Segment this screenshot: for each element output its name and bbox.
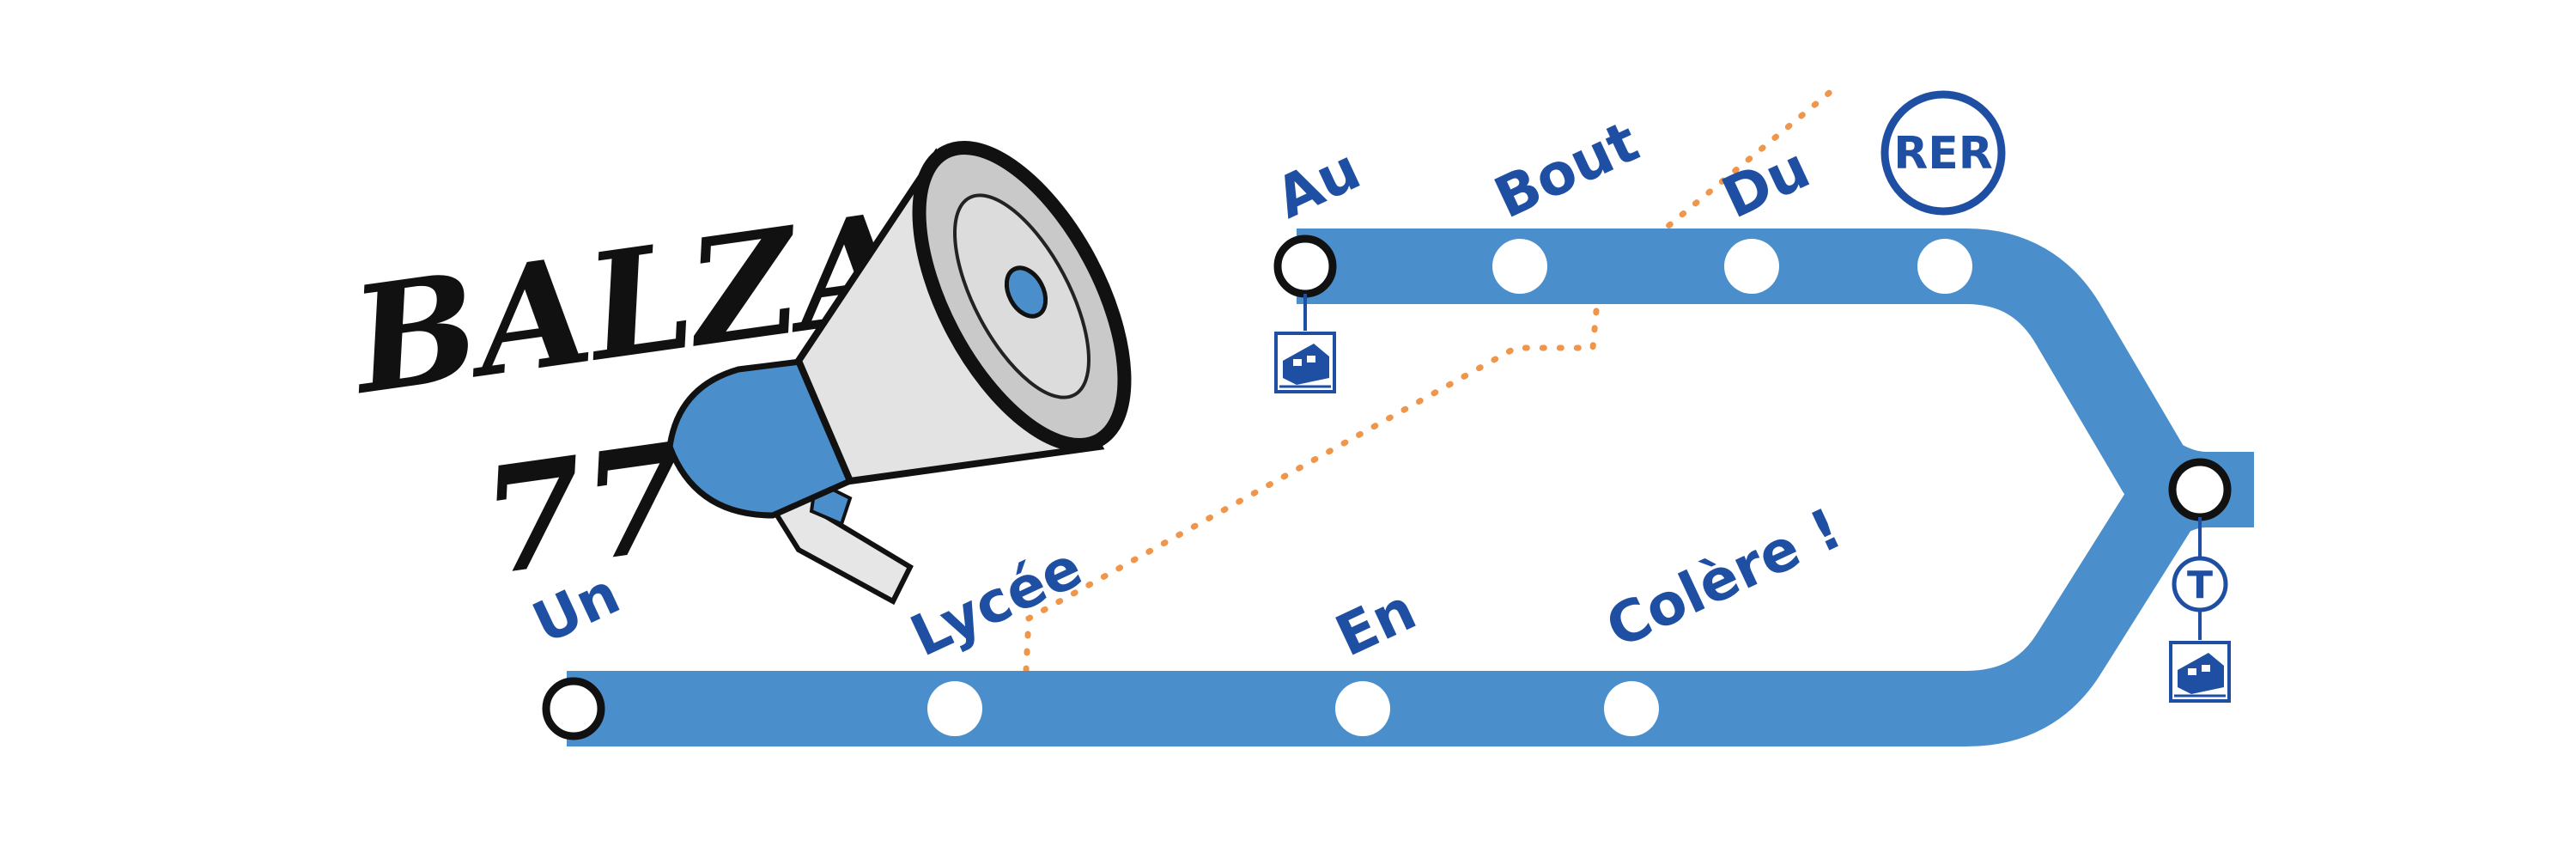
station-lycee[interactable] xyxy=(927,681,982,736)
label-bout: Bout xyxy=(1485,108,1648,231)
tram-badge-icon: T xyxy=(2172,517,2228,640)
label-lycee: Lycée xyxy=(901,533,1091,669)
station-du[interactable] xyxy=(1724,239,1779,294)
station-en[interactable] xyxy=(1335,681,1390,736)
tram-badge-label: T xyxy=(2187,564,2213,607)
station-rer[interactable] xyxy=(1917,239,1972,294)
label-au: Au xyxy=(1266,136,1370,231)
megaphone-icon xyxy=(666,141,1132,606)
train-icon-terminus xyxy=(2169,641,2231,703)
logo-line-2: 77 xyxy=(472,411,697,609)
station-terminus[interactable] xyxy=(2168,458,2232,521)
label-du: Du xyxy=(1712,135,1820,232)
label-colere: Colère ! xyxy=(1596,495,1851,661)
station-au[interactable] xyxy=(1273,235,1337,298)
train-icon xyxy=(1274,294,1336,393)
rer-badge-icon: RER xyxy=(1880,90,2006,216)
station-bout[interactable] xyxy=(1492,239,1547,294)
station-un[interactable] xyxy=(542,677,605,740)
label-en: En xyxy=(1326,576,1425,670)
station-colere[interactable] xyxy=(1604,681,1659,736)
rer-badge-label: RER xyxy=(1893,128,1993,180)
